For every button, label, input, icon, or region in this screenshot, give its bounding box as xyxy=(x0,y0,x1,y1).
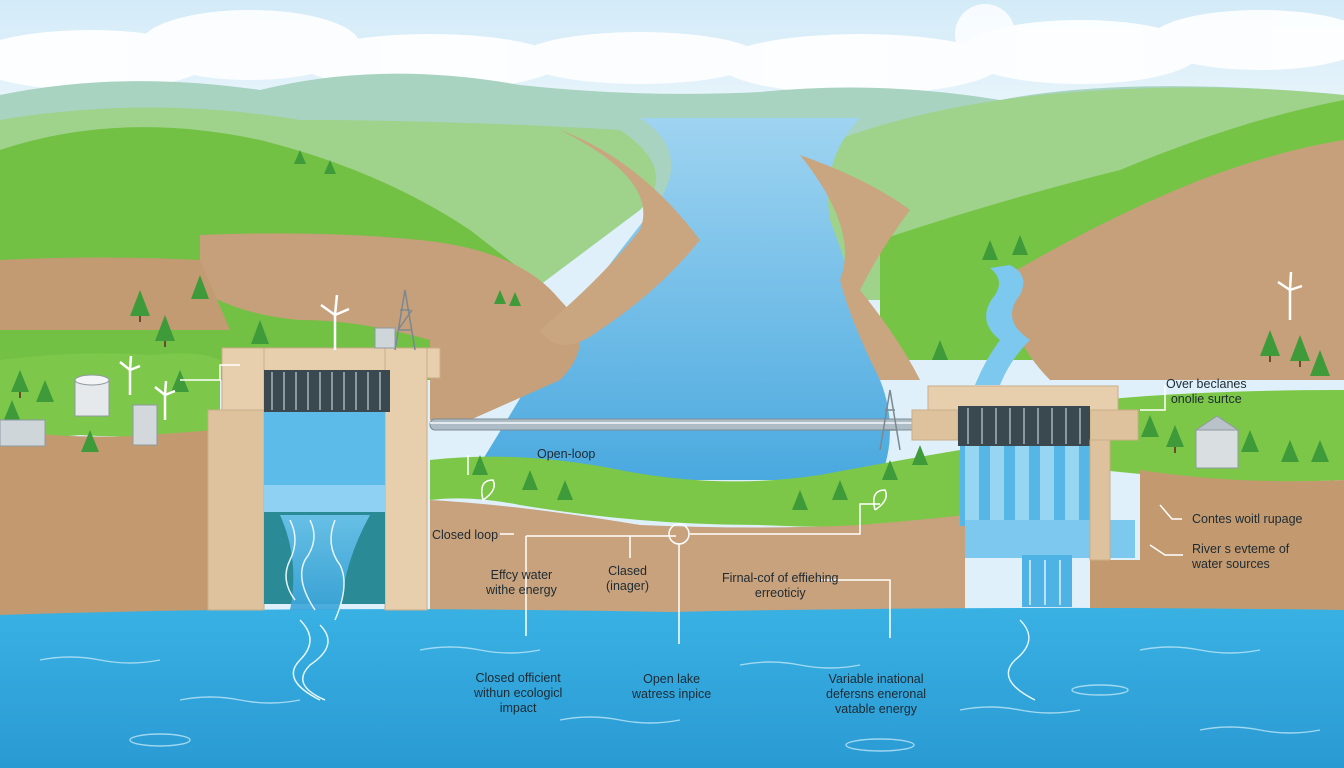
label-open-lake-line1: Open lake xyxy=(643,672,701,686)
label-closed-image-line1: Clased xyxy=(608,564,647,578)
label-over-beclanes-line2: onolie surtce xyxy=(1170,392,1242,406)
label-variable-line3: vatable energy xyxy=(835,702,918,716)
tree-trunks xyxy=(19,316,1301,453)
buildings xyxy=(0,327,1240,469)
power-pylons xyxy=(394,289,901,451)
label-closed-efficient-line3: impact xyxy=(499,701,537,715)
leader-lines xyxy=(180,364,1183,644)
label-effcy-water-line2: withe energy xyxy=(486,583,557,597)
label-open-loop: Open-loop xyxy=(537,447,596,461)
label-river-sources: River s evteme of water sources xyxy=(1192,542,1289,572)
label-contes: Contes woitl rupage xyxy=(1192,512,1303,526)
pipeline xyxy=(429,418,916,431)
label-river-sources-line1: River s evteme of xyxy=(1192,542,1290,556)
leader-over xyxy=(1140,385,1166,411)
left-canyon-wall xyxy=(200,233,580,420)
label-closed-image: Clased (inager) xyxy=(606,564,649,594)
leader-valve-left xyxy=(481,479,495,501)
leader-valve-right xyxy=(873,489,887,511)
left-canyon-slope xyxy=(540,130,700,345)
trees xyxy=(3,150,1330,510)
label-variable-line1: Variable inational xyxy=(828,672,924,686)
label-over-beclanes-line1: Over beclanes xyxy=(1166,377,1247,391)
label-closed-efficient: Closed officient withun ecologicl impact xyxy=(474,671,562,716)
leader-effcy xyxy=(525,535,676,636)
leader-contes xyxy=(1159,504,1182,520)
wind-turbines xyxy=(119,271,1303,420)
mountain-stream xyxy=(975,265,1030,385)
soil-under-right-dam xyxy=(1090,560,1150,615)
foreground-soil-right xyxy=(1140,470,1344,615)
right-dam xyxy=(911,385,1139,701)
label-variable: Variable inational defersns eneronal vat… xyxy=(826,672,926,717)
leader-river xyxy=(1149,544,1183,556)
label-over-beclanes: Over beclanes onolie surtce xyxy=(1166,377,1247,407)
label-open-lake: Open lake watress inpice xyxy=(632,672,711,702)
clouds xyxy=(0,10,1344,94)
label-firnal-line1: Firnal-cof of effiehing xyxy=(722,571,839,585)
label-closed-loop: Closed loop xyxy=(432,528,499,542)
label-effcy-water-line1: Effcy water xyxy=(490,568,553,582)
label-effcy-water: Effcy water withe energy xyxy=(486,568,557,598)
river xyxy=(470,118,890,480)
label-variable-line2: defersns eneronal xyxy=(826,687,927,701)
left-plateau-soil xyxy=(0,257,230,330)
label-firnal-line2: erreoticiy xyxy=(754,586,806,600)
center-grass-strip xyxy=(430,450,960,527)
label-closed-efficient-line2: withun ecologicl xyxy=(474,686,563,700)
right-canyon-wall xyxy=(1000,140,1344,380)
leader-firnal xyxy=(820,579,891,638)
foreground-soil-left xyxy=(0,430,215,625)
lake xyxy=(0,607,1344,768)
right-canyon-slope xyxy=(800,155,920,380)
foreground-soil-center xyxy=(430,500,965,615)
sun xyxy=(955,4,1015,64)
leader-right-branch xyxy=(690,503,880,535)
lake-ripples xyxy=(39,646,1321,752)
label-open-lake-line2: watress inpice xyxy=(632,687,712,701)
leader-power-line xyxy=(180,364,240,381)
label-firnal: Firnal-cof of effiehing erreoticiy xyxy=(722,571,839,601)
label-closed-efficient-line1: Closed officient xyxy=(475,671,561,685)
label-river-sources-line2: water sources xyxy=(1192,557,1270,571)
label-closed-image-line2: (inager) xyxy=(606,579,650,593)
left-dam xyxy=(207,347,441,701)
